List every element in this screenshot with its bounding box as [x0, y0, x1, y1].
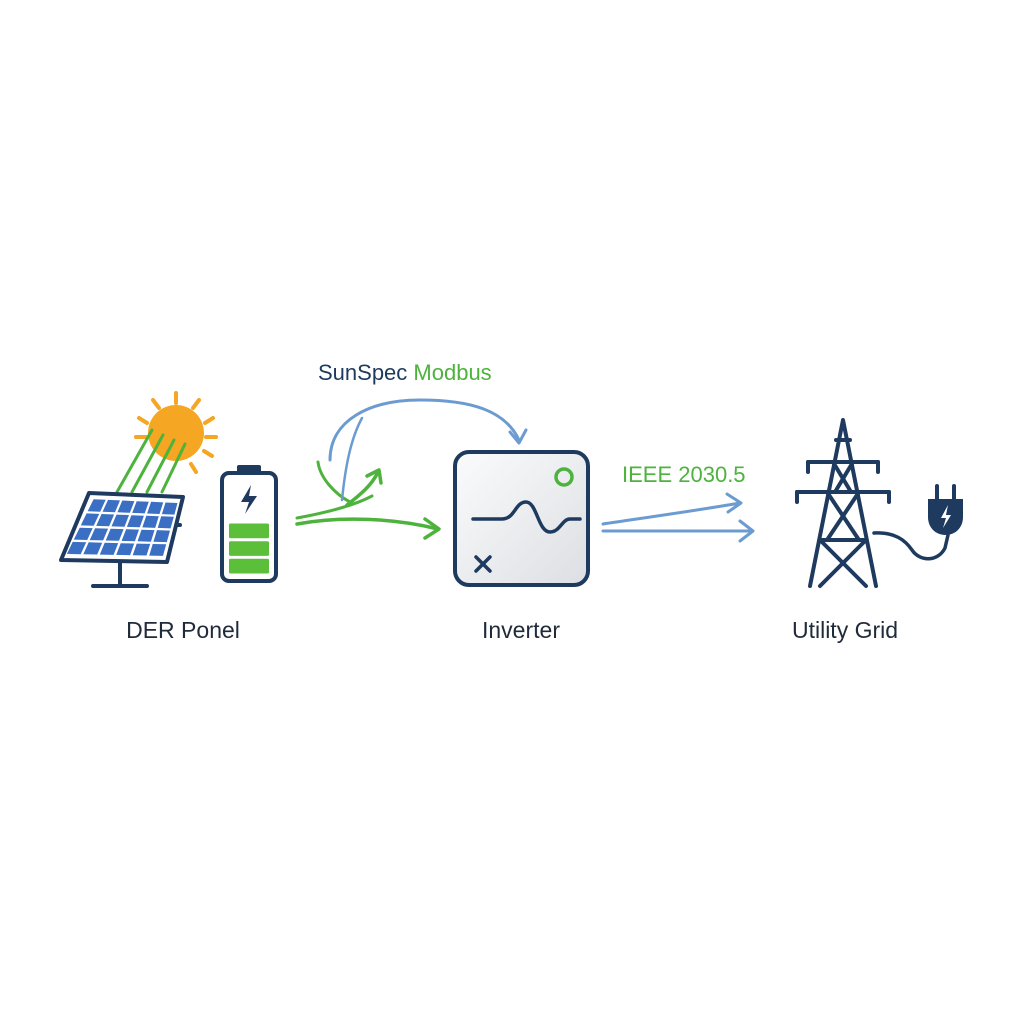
protocol-label-ieee: IEEE 2030.5 [622, 462, 746, 487]
inverter-icon [453, 450, 590, 587]
power-plug-icon [872, 484, 963, 561]
solar-cell [105, 528, 124, 541]
solar-cell [161, 502, 178, 515]
solar-cell [132, 543, 151, 556]
solar-cell [126, 515, 144, 528]
solar-cell [142, 515, 159, 528]
battery-segment [229, 558, 269, 574]
sun-icon [115, 391, 218, 494]
der-to-inverter-arrows [295, 398, 528, 540]
protocol-label-sunspec: SunSpec Modbus [318, 360, 492, 385]
solar-cell [157, 516, 174, 529]
inverter-to-grid-arrows [601, 492, 755, 543]
solar-cell [80, 513, 100, 526]
solar-cell [73, 527, 93, 540]
solar-cell [149, 544, 167, 556]
solar-cell [89, 528, 109, 541]
node-label-der: DER Ponel [126, 617, 240, 643]
transmission-tower-icon [795, 418, 891, 588]
protocol-sunspec-part: SunSpec [318, 360, 413, 385]
protocol-modbus-part: Modbus [413, 360, 491, 385]
solar-cell [96, 514, 115, 527]
solar-cell [111, 514, 129, 527]
node-label-inverter: Inverter [482, 617, 560, 643]
solar-panel-icon [59, 491, 185, 588]
battery-segment [229, 523, 269, 539]
solar-cell [87, 499, 106, 512]
solar-cell [102, 499, 120, 513]
node-label-grid: Utility Grid [792, 617, 898, 643]
solar-cell [116, 543, 135, 556]
bolt-icon [241, 485, 257, 514]
solar-cell [137, 529, 155, 542]
solar-cell [121, 529, 139, 542]
solar-cell [99, 542, 119, 555]
battery-icon [220, 465, 278, 583]
solar-cell [83, 542, 103, 555]
solar-cell [132, 501, 149, 514]
solar-cell [147, 501, 164, 514]
solar-cell [153, 530, 170, 543]
plug-bolt-icon [941, 505, 951, 528]
solar-cell [66, 541, 87, 555]
battery-segment [229, 541, 269, 556]
solar-cell [117, 500, 135, 513]
